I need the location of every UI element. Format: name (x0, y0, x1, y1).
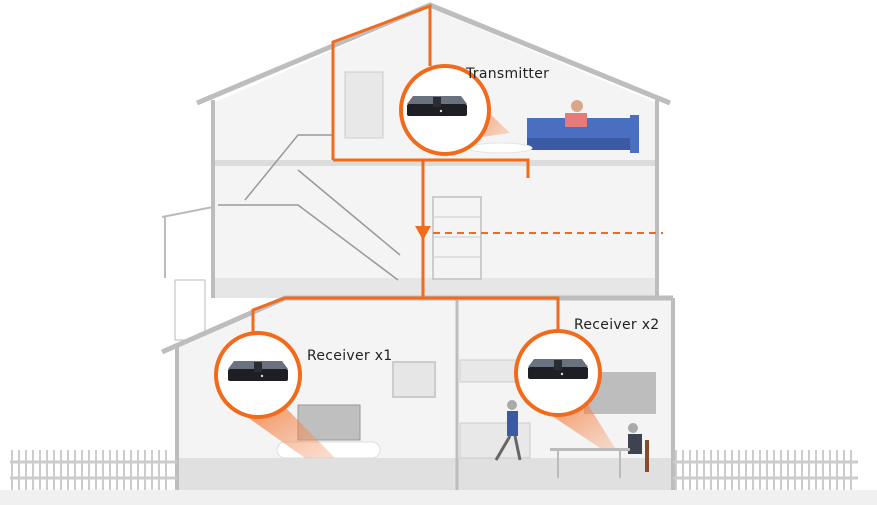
upper-floors (161, 2, 671, 341)
receiver-1-label: Receiver x1 (307, 348, 393, 364)
transmitter-label: Transmitter (466, 66, 550, 82)
sofa (527, 118, 639, 140)
receiver-2-device (514, 329, 602, 417)
signal-arrow-icon (415, 226, 431, 240)
receiver-1-device (214, 331, 302, 419)
receiver-2-label: Receiver x2 (574, 317, 660, 333)
fence-left (10, 460, 177, 480)
transmitter-device (399, 64, 491, 156)
cable-network (251, 3, 663, 333)
